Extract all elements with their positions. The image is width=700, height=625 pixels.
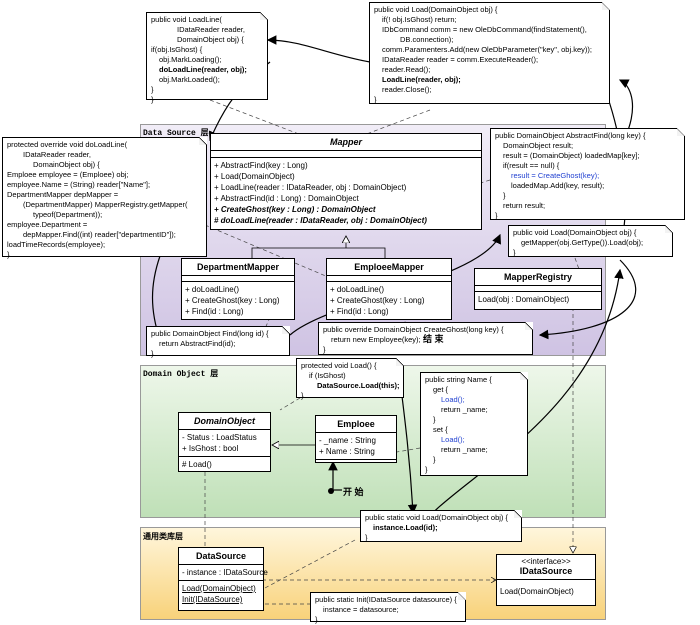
common-library-layer-title: 通用类库层: [143, 533, 183, 542]
class-emploee[interactable]: Emploee - _name : String + Name : String: [315, 415, 397, 463]
note-ds-init: public static Init(IDataSource datasourc…: [310, 592, 466, 624]
class-mapper-registry[interactable]: MapperRegistry Load(obj : DomainObject): [474, 268, 602, 310]
class-name: DomainObject: [179, 413, 270, 430]
class-attributes: [475, 286, 601, 292]
class-operations: # Load(): [182, 460, 212, 469]
class-name: Emploee: [316, 416, 396, 433]
data-source-layer-title: Data Source 层: [143, 129, 209, 138]
note-registry-load: public void Load(DomainObject obj) { get…: [508, 225, 673, 257]
domain-object-layer-title: Domain Object 层: [143, 370, 219, 379]
class-operations: + doLoadLine() + CreateGhost(key : Long)…: [330, 285, 425, 316]
note-abstract-find: public DomainObject AbstractFind(long ke…: [490, 128, 685, 220]
class-attributes: - instance : IDataSource: [179, 565, 268, 581]
class-department-mapper[interactable]: DepartmentMapper + doLoadLine() + Create…: [181, 258, 295, 320]
class-attributes: - _name : String + Name : String: [316, 433, 396, 460]
note-mapper-load: public void Load(DomainObject obj) { if(…: [369, 2, 610, 104]
note-find: public DomainObject Find(long id) { retu…: [146, 326, 290, 358]
class-operations: Load(obj : DomainObject): [478, 295, 570, 304]
interface-idata-source[interactable]: <<interface>> IDataSource Load(DomainObj…: [496, 554, 596, 606]
class-name: MapperRegistry: [475, 269, 601, 286]
class-attributes: - Status : LoadStatus + IsGhost : bool: [179, 430, 270, 457]
note-do-load-line: protected override void doLoadLine( IDat…: [2, 137, 207, 259]
note-name-property: public string Name { get { Load(); retur…: [420, 372, 528, 476]
class-name: DepartmentMapper: [182, 259, 294, 276]
class-name: Mapper: [211, 134, 481, 151]
class-emploee-mapper[interactable]: EmploeeMapper + doLoadLine() + CreateGho…: [326, 258, 452, 320]
class-mapper[interactable]: Mapper + AbstractFind(key : Long) + Load…: [210, 133, 482, 230]
class-name: IDataSource: [497, 566, 595, 580]
class-name: EmploeeMapper: [327, 259, 451, 276]
class-attributes: [327, 276, 451, 282]
class-attributes: [211, 151, 481, 158]
note-domain-load: protected void Load() { if (IsGhost) Dat…: [296, 358, 404, 400]
start-label: 开 始: [343, 487, 364, 497]
note-create-ghost: public override DomainObject CreateGhost…: [318, 322, 533, 355]
class-attributes: [182, 276, 294, 282]
class-name: DataSource: [179, 548, 263, 565]
interface-stereotype: <<interface>>: [521, 557, 571, 566]
class-operations: + doLoadLine() + CreateGhost(key : Long)…: [185, 285, 280, 316]
class-operations: + AbstractFind(key : Long) + Load(Domain…: [214, 161, 427, 225]
end-label: 结 束: [423, 334, 444, 344]
class-data-source[interactable]: DataSource - instance : IDataSource Load…: [178, 547, 268, 611]
class-domain-object[interactable]: DomainObject - Status : LoadStatus + IsG…: [178, 412, 271, 472]
class-operations: Load(DomainObject) Init(IDataSource): [182, 584, 256, 604]
note-load-line: public void LoadLine( IDataReader reader…: [146, 12, 268, 104]
note-ds-load: public static void Load(DomainObject obj…: [360, 510, 522, 542]
class-operations: Load(DomainObject): [500, 587, 574, 596]
